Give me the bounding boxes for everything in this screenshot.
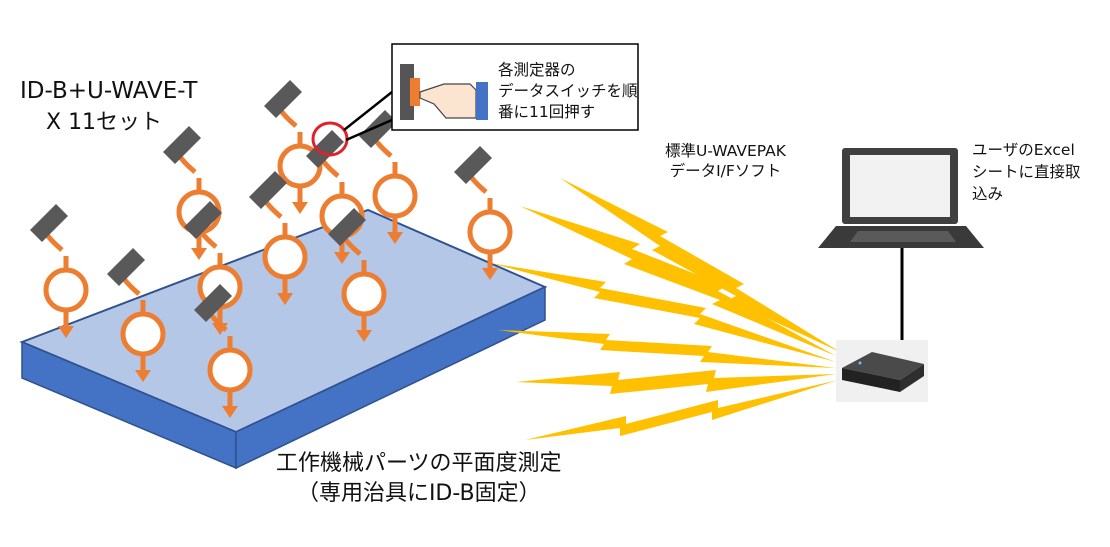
workpiece-plate — [19, 208, 548, 470]
callout-leader — [345, 118, 393, 142]
lightning-bolt — [516, 370, 836, 394]
caption-line: （専用治具にID-B固定） — [296, 481, 541, 506]
excel-line: シートに直接取 — [972, 163, 1081, 181]
device-title: ID-B+U-WAVE-T — [20, 78, 198, 104]
callout-text: 各測定器の データスイッチを順 番に11回押す — [498, 60, 638, 123]
caption-line: 工作機械パーツの平面度測定 — [276, 451, 562, 476]
lightning-bolt — [498, 330, 836, 368]
plate-side-right — [235, 285, 546, 470]
laptop-icon — [818, 148, 984, 248]
callout-line: 番に11回押す — [498, 103, 596, 121]
software-line: 標準U-WAVEPAK — [665, 142, 786, 160]
caption: 工作機械パーツの平面度測定 （専用治具にID-B固定） — [276, 449, 562, 509]
lightning-bolt — [520, 206, 836, 356]
hand-press-icon — [400, 64, 488, 120]
device-count: X 11セット — [46, 110, 163, 135]
excel-label: ユーザのExcel シートに直接取 込み — [972, 139, 1081, 205]
callout-box — [391, 43, 639, 131]
software-label: 標準U-WAVEPAK データI/Fソフト — [665, 141, 786, 181]
excel-line: ユーザのExcel — [972, 141, 1075, 159]
callout-leader — [343, 91, 393, 131]
callout-line: 各測定器の — [498, 61, 576, 79]
lightning-bolt — [525, 380, 838, 440]
callout-line: データスイッチを順 — [498, 82, 638, 100]
lightning-signal-icon — [490, 178, 840, 440]
lightning-bolt — [560, 178, 840, 352]
excel-line: 込み — [972, 185, 1004, 203]
lightning-bolt — [490, 263, 836, 362]
software-line: データI/Fソフト — [669, 162, 782, 180]
receiver-icon — [836, 340, 928, 402]
dial-gauge-icon — [30, 204, 86, 338]
